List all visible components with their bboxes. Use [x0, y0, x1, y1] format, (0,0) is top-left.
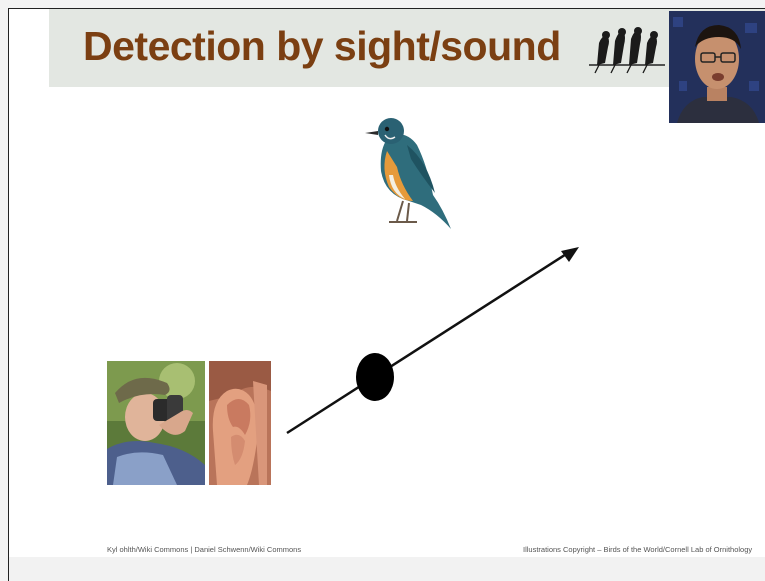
credit-left: Kyl ohlth/Wiki Commons | Daniel Schwenn/…	[107, 545, 301, 554]
observer-dot	[356, 353, 394, 401]
bottom-strip	[9, 557, 765, 581]
detection-arrow	[275, 243, 581, 443]
credit-right: Illustrations Copyright – Birds of the W…	[523, 545, 752, 554]
perched-birds-logo-icon	[589, 23, 665, 75]
screen-frame: Detection by sight/sound	[8, 8, 765, 581]
title-bar: Detection by sight/sound	[49, 9, 765, 87]
ear-photo	[209, 361, 271, 485]
slide: Detection by sight/sound	[49, 9, 765, 557]
birdwatcher-photo	[107, 361, 205, 485]
presenter-video	[669, 11, 765, 123]
slide-title: Detection by sight/sound	[83, 23, 561, 70]
bird-illustration	[351, 105, 457, 231]
